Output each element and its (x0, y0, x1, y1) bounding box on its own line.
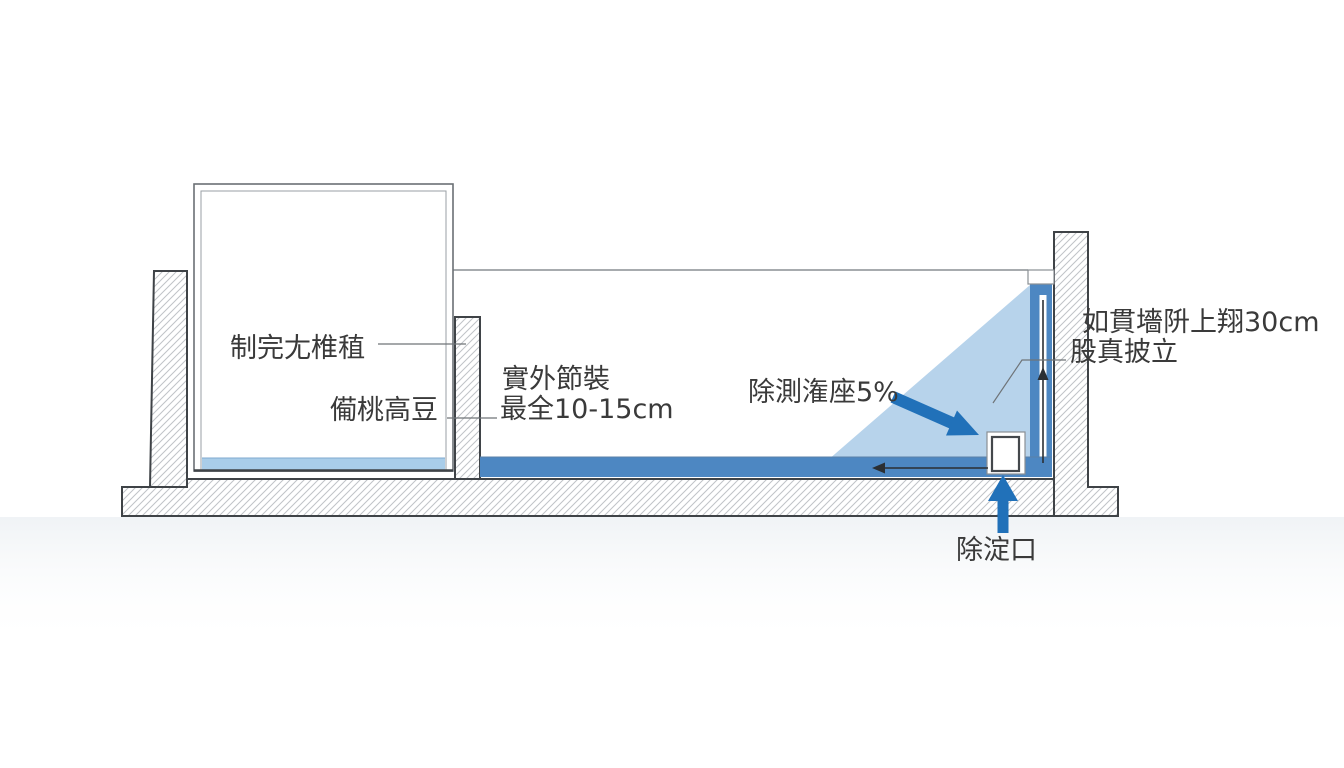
drain-box (986, 431, 1026, 475)
wall-label-line2: 股真披立 (1070, 337, 1178, 368)
flow-arrowhead-up (1037, 367, 1049, 380)
tank-label: 制完尢椎稙 (230, 333, 365, 364)
lining-label-line1: 實外節裝 (502, 364, 610, 395)
flow-arrow-vertical (1037, 300, 1049, 463)
wall-top-notch (1027, 269, 1055, 285)
divider-wall (454, 316, 481, 480)
wall-label-leader (992, 359, 1066, 404)
flow-arrow-horizontal (872, 462, 988, 474)
base-slab (121, 478, 1055, 517)
ground-shadow (0, 517, 1344, 647)
drain-label: 除淀口 (956, 535, 1037, 566)
drain-arrow (988, 475, 1018, 533)
tank-water (202, 458, 445, 470)
storage-tank (193, 183, 454, 472)
slope-wedge (828, 285, 1030, 460)
slope-label: 除測潅座5% (748, 377, 899, 408)
basin-floor-lining (480, 457, 1052, 477)
lining-label-line2: 最全10-15cm (500, 394, 674, 425)
flow-arrowhead-left (872, 462, 885, 474)
left-wall (148, 270, 188, 488)
right-wall (1053, 231, 1119, 517)
wall-label-line1: 如貫墻阩上翔30cm (1082, 307, 1320, 338)
slope-arrow (890, 391, 979, 436)
divider-label: 僃桃高豆 (330, 395, 438, 426)
